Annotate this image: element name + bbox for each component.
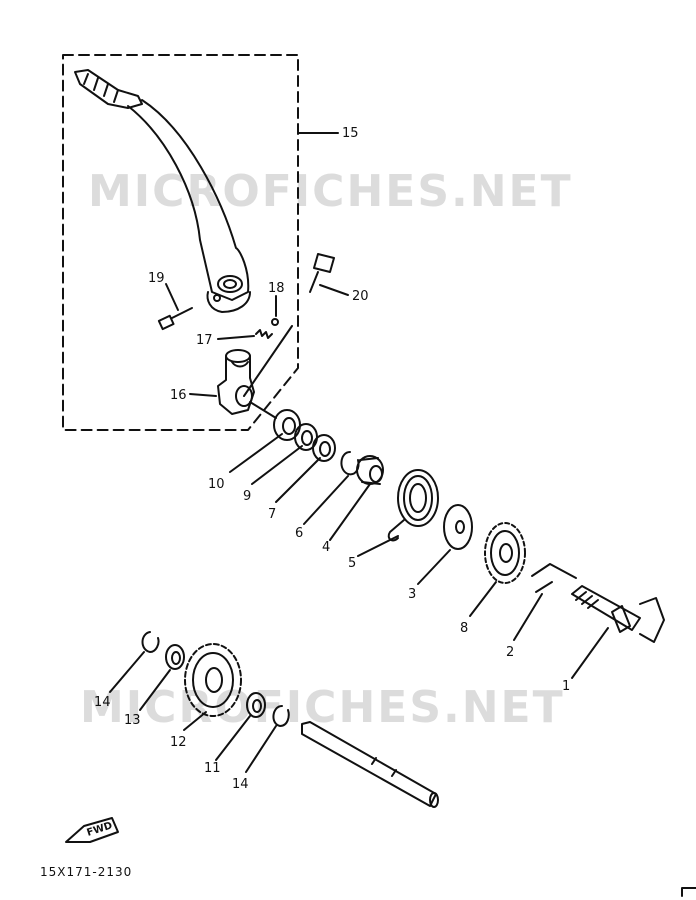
- leader-lines: [109, 132, 609, 773]
- watermark-top: MICROFICHES.NET: [88, 166, 573, 217]
- kick-lever: [74, 69, 251, 313]
- fwd-arrow-icon: FWD: [65, 817, 119, 843]
- assembly-box-15: [62, 54, 299, 431]
- callout-11: 11: [204, 761, 221, 776]
- torsion-spring-5: [387, 469, 439, 542]
- ball-18: [271, 318, 279, 326]
- washer-10: [273, 409, 301, 441]
- callout-9: 9: [243, 489, 251, 504]
- callout-14-top: 14: [94, 695, 111, 710]
- kick-axle-1: [571, 585, 665, 643]
- circlip-14-top: [141, 631, 160, 653]
- spring-clip-2: [531, 563, 577, 593]
- watermark-bottom: MICROFICHES.NET: [80, 682, 565, 733]
- washer-13: [165, 644, 185, 670]
- collar-4: [356, 455, 384, 485]
- circlip-14-bottom: [272, 705, 290, 727]
- callout-18: 18: [268, 281, 285, 296]
- gear-12: [184, 643, 242, 717]
- callout-1: 1: [562, 679, 570, 694]
- callout-14-bottom: 14: [232, 777, 249, 792]
- kick-boss-16: [217, 349, 255, 415]
- callout-4: 4: [322, 540, 330, 555]
- diagram-code: 15X171-2130: [40, 865, 132, 879]
- callout-15: 15: [342, 126, 359, 141]
- callout-12: 12: [170, 735, 187, 750]
- bolt-19: [157, 307, 193, 331]
- callout-6: 6: [295, 526, 303, 541]
- callout-19: 19: [148, 271, 165, 286]
- callout-13: 13: [124, 713, 141, 728]
- washer-11: [246, 692, 266, 718]
- callout-17: 17: [196, 333, 213, 348]
- callout-3: 3: [408, 587, 416, 602]
- circlip-6: [340, 451, 360, 476]
- gear-8: [484, 522, 526, 584]
- spring-17: [255, 329, 273, 339]
- washer-3: [443, 504, 473, 550]
- callout-16: 16: [170, 388, 187, 403]
- washer-7: [312, 434, 336, 462]
- callout-2: 2: [506, 645, 514, 660]
- idler-shaft: [301, 721, 439, 808]
- bolt-20: [309, 253, 335, 293]
- callout-10: 10: [208, 477, 225, 492]
- callout-5: 5: [348, 556, 356, 571]
- callout-20: 20: [352, 289, 369, 304]
- callout-7: 7: [268, 507, 276, 522]
- corner-mark: [681, 887, 696, 897]
- callout-8: 8: [460, 621, 468, 636]
